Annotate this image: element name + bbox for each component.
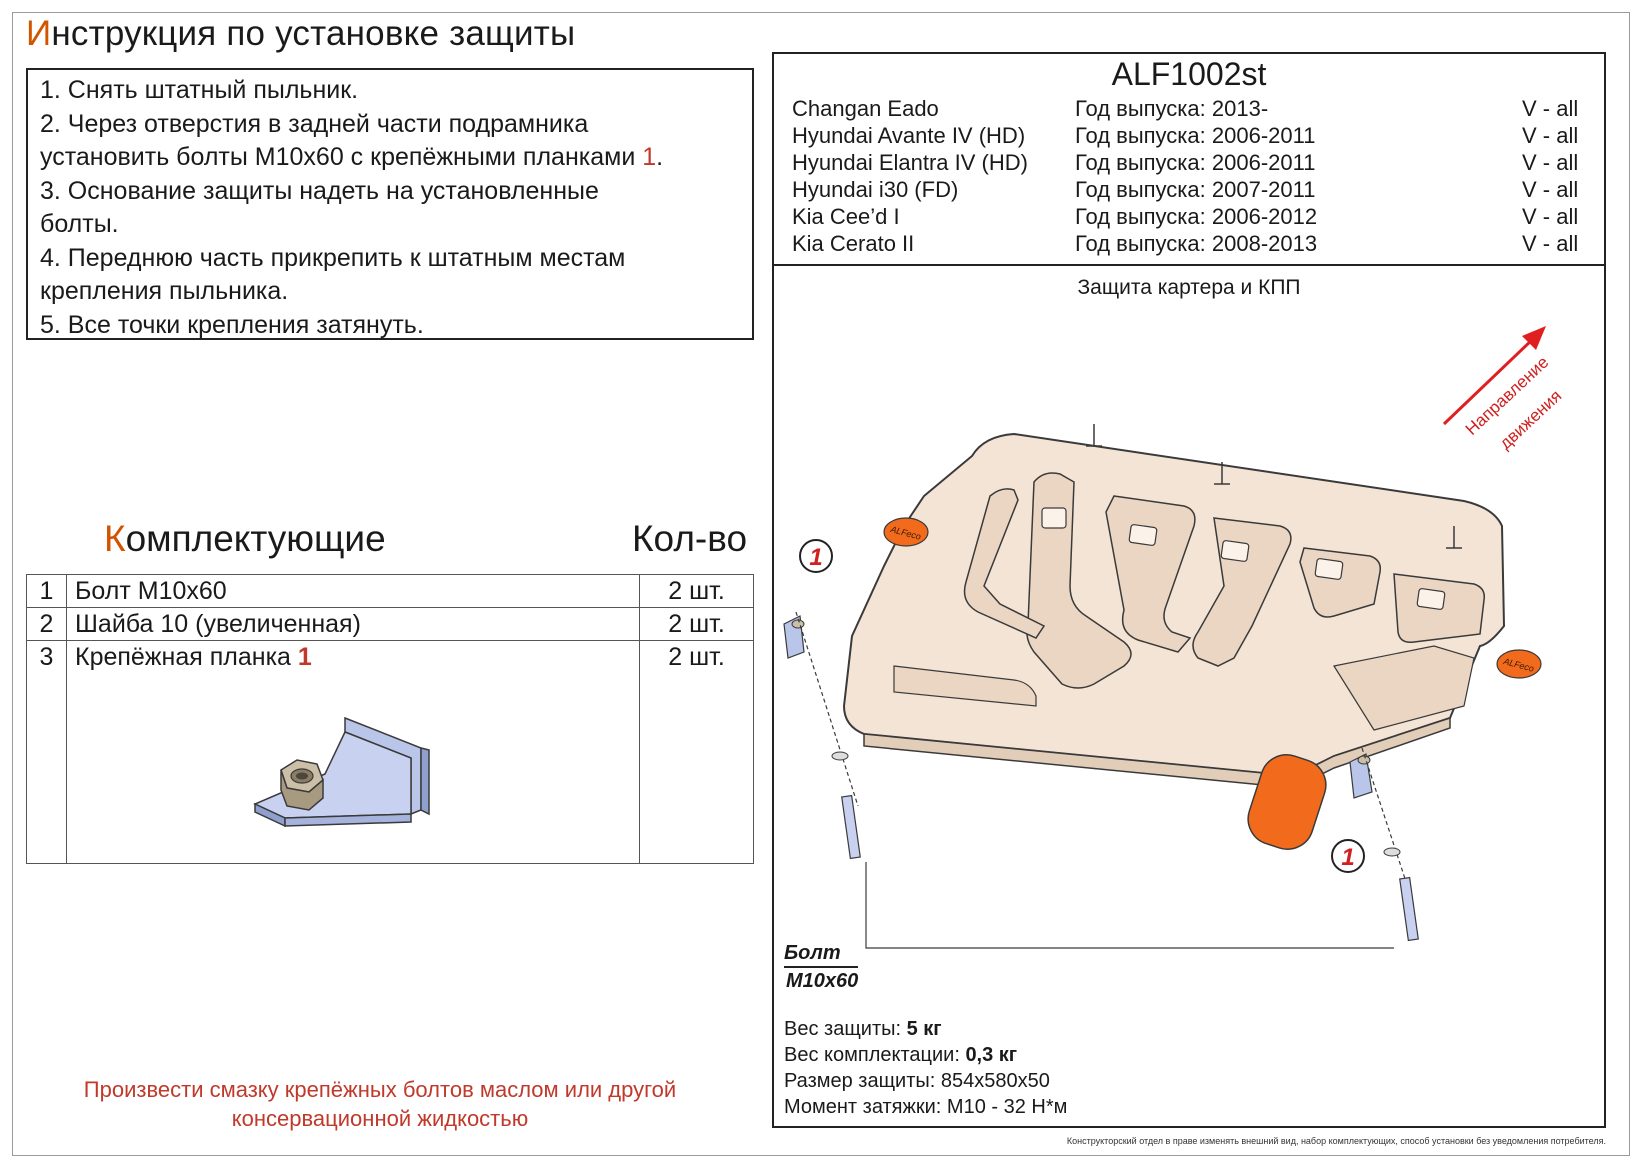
instruction-step: крепления пыльника.: [40, 277, 289, 305]
spec-label: Момент затяжки:: [784, 1096, 947, 1118]
quantity-title: Кол-во: [632, 518, 748, 559]
product-panel: ALF1002st Changan Eado Год выпуска: 2013-…: [772, 52, 1606, 1128]
table-row: 3 Крепёжная планка 1 2 шт.: [26, 640, 754, 864]
spec-label: Вес комплектации:: [784, 1044, 966, 1066]
callout-badge: 1: [799, 539, 833, 573]
model-year: Год выпуска: 2006-2012: [1075, 204, 1318, 229]
instruction-step: 1. Снять штатный пыльник.: [40, 76, 359, 104]
spec-label: Размер защиты:: [784, 1070, 941, 1092]
instruction-step: 5. Все точки крепления затянуть.: [40, 310, 424, 339]
model-year: Год выпуска: 2013-: [1075, 96, 1269, 121]
drain-hatch: [1247, 754, 1327, 850]
model-row: Kia Cerato II Год выпуска: 2008-2013 V - a…: [792, 231, 1592, 258]
page-title: Инструкция по установке защиты: [26, 14, 575, 54]
left-bracket: [783, 611, 861, 860]
part-quantity: 2 шт.: [639, 640, 754, 864]
part-name: Болт М10х60: [66, 574, 640, 608]
table-row: 2 Шайба 10 (увеличенная) 2 шт.: [26, 607, 754, 641]
part-name: Шайба 10 (увеличенная): [66, 607, 640, 641]
title-rest: нструкция по установке защиты: [51, 14, 576, 53]
model-name: Hyundai Avante IV (HD): [792, 123, 1026, 148]
spec-row: Момент затяжки: М10 - 32 Н*м: [784, 1094, 1067, 1120]
spec-value: 854x580x50: [940, 1070, 1050, 1092]
model-engine: V - all: [1522, 204, 1579, 229]
page-frame: [12, 12, 1630, 1156]
instruction-step: 3. Основание защиты надеть на установлен…: [40, 176, 599, 205]
instruction-step: 4. Переднюю часть прикрепить к штатным м…: [40, 243, 626, 272]
spec-value: 5 кг: [906, 1018, 942, 1040]
part-cell: Крепёжная планка 1: [66, 640, 640, 864]
bolt-label: Болт М10х60: [784, 940, 859, 994]
spec-row: Вес защиты: 5 кг: [784, 1016, 1067, 1042]
model-year: Год выпуска: 2006-2011: [1075, 150, 1316, 175]
model-year: Год выпуска: 2008-2013: [1075, 231, 1318, 256]
part-ref-number: 1: [297, 643, 312, 671]
components-title-rest: омплектующие: [125, 518, 386, 559]
model-row: Hyundai i30 (FD) Год выпуска: 2007-2011 V …: [792, 177, 1592, 204]
note-line: консервационной жидкостью: [231, 1106, 529, 1131]
spec-row: Вес комплектации: 0,3 кг: [784, 1042, 1067, 1068]
model-list: Changan Eado Год выпуска: 2013- V - all Hy…: [792, 96, 1592, 258]
product-header: ALF1002st Changan Eado Год выпуска: 2013-…: [774, 54, 1604, 266]
part-ref-number: 1: [642, 143, 657, 171]
model-row: Changan Eado Год выпуска: 2013- V - all: [792, 96, 1592, 123]
model-engine: V - all: [1522, 150, 1579, 175]
spec-value: М10 - 32 Н*м: [946, 1096, 1068, 1118]
mounting-bracket-image: [253, 716, 430, 828]
model-row: Hyundai Avante IV (HD) Год выпуска: 2006-…: [792, 123, 1592, 150]
instruction-step: установить болты М10х60 с крепёжными пла…: [40, 141, 740, 175]
instruction-step-text: установить болты М10х60 с крепёжными пла…: [40, 143, 643, 171]
title-first-letter: И: [26, 14, 52, 53]
part-quantity: 2 шт.: [639, 607, 754, 641]
row-number: 3: [26, 640, 67, 864]
product-subtitle: Защита картера и КПП: [1077, 276, 1301, 299]
row-number: 2: [26, 607, 67, 641]
table-row: 1 Болт М10х60 2 шт.: [26, 574, 754, 608]
bolt-label-line: М10х60: [784, 966, 859, 994]
model-name: Changan Eado: [792, 96, 939, 121]
model-engine: V - all: [1522, 231, 1579, 256]
part-quantity: 2 шт.: [639, 574, 754, 608]
bolt-leader-line: [865, 862, 1394, 949]
model-row: Hyundai Elantra IV (HD) Год выпуска: 2006…: [792, 150, 1592, 177]
model-engine: V - all: [1522, 123, 1579, 148]
model-name: Hyundai Elantra IV (HD): [792, 150, 1028, 175]
spec-row: Размер защиты: 854x580x50: [784, 1068, 1067, 1094]
model-name: Hyundai i30 (FD): [792, 177, 959, 202]
model-row: Kia Cee’d I Год выпуска: 2006-2012 V - all: [792, 204, 1592, 231]
lubrication-note: Произвести смазку крепёжных болтов масло…: [40, 1075, 720, 1133]
bolt-label-line: Болт: [784, 942, 841, 964]
logo-badge: ALFeco: [1496, 649, 1542, 679]
specs-block: Вес защиты: 5 кг Вес комплектации: 0,3 к…: [784, 1016, 1067, 1120]
note-line: Произвести смазку крепёжных болтов масло…: [83, 1077, 677, 1102]
instructions-box: 1. Снять штатный пыльник. 2. Через отвер…: [26, 68, 754, 340]
components-table: 1 Болт М10х60 2 шт. 2 Шайба 10 (увеличен…: [26, 574, 754, 864]
model-year: Год выпуска: 2006-2011: [1075, 123, 1316, 148]
callout-number: 1: [1341, 844, 1354, 871]
model-engine: V - all: [1522, 177, 1579, 202]
model-engine: V - all: [1522, 96, 1579, 121]
callout-badge: 1: [1331, 839, 1365, 873]
skid-plate: [842, 424, 1506, 789]
spec-value: 0,3 кг: [965, 1044, 1018, 1066]
skid-plate-drawing: Направление движения: [783, 326, 1565, 949]
components-title-first: К: [104, 518, 126, 559]
instruction-step: болты.: [40, 210, 119, 238]
part-name: Крепёжная планка: [75, 643, 298, 671]
product-code: ALF1002st: [1111, 56, 1267, 92]
model-name: Kia Cee’d I: [792, 204, 900, 229]
logo-badge: ALFeco: [883, 517, 929, 547]
model-name: Kia Cerato II: [792, 231, 915, 256]
instruction-step-tail: .: [656, 143, 664, 171]
callout-number: 1: [809, 544, 822, 571]
direction-arrow-icon: [1442, 326, 1546, 426]
model-year: Год выпуска: 2007-2011: [1075, 177, 1316, 202]
components-title: Комплектующие: [104, 518, 386, 560]
row-number: 1: [26, 574, 67, 608]
right-bracket: [1349, 747, 1419, 942]
instruction-step: 2. Через отверстия в задней части подрам…: [40, 109, 589, 138]
disclaimer: Конструкторский отдел в праве изменять в…: [1066, 1136, 1606, 1146]
spec-label: Вес защиты:: [784, 1018, 907, 1040]
